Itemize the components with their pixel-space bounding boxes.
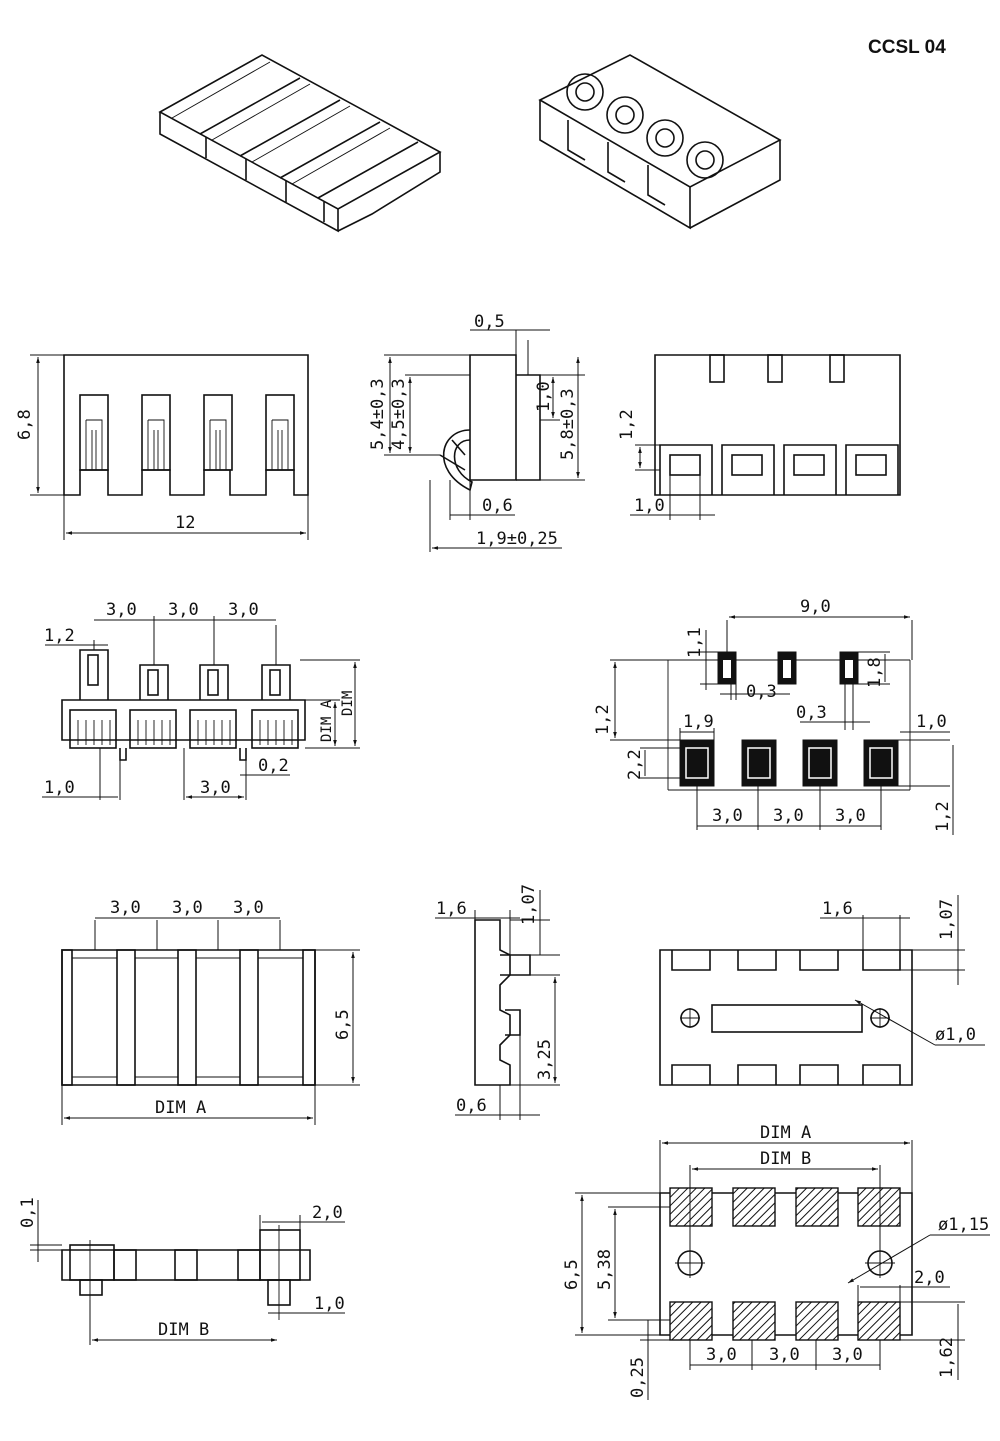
dim-front-p3: 3,0 [228, 600, 259, 620]
dim-pad-h: 2,2 [625, 749, 645, 780]
dim-pad-i: 1,2 [933, 801, 953, 832]
dim-side-height: 6,8 [15, 409, 35, 440]
dim-bot-b: 1,07 [937, 899, 957, 940]
dim-fp-p3: 3,0 [832, 1345, 863, 1365]
dim-front-dim: DIM [340, 691, 356, 716]
dim-bot-a: 1,6 [822, 899, 853, 919]
dim-prof-h3: 1,0 [534, 381, 554, 412]
dim-fp-d: 0,25 [628, 1357, 648, 1398]
dim-pad-w: 9,0 [800, 597, 831, 617]
dim-front-b1: 1,0 [44, 778, 75, 798]
dim-pad-p2: 3,0 [773, 806, 804, 826]
front-view-2: 0,1 2,0 1,0 DIM B [18, 1197, 345, 1345]
dim-prof-h1: 5,4±0,3 [368, 378, 388, 450]
dim-pad-p3: 3,0 [835, 806, 866, 826]
dim-pad-a: 1,1 [685, 627, 705, 658]
dim-s2-a: 1,6 [436, 899, 467, 919]
dim-fr2-c: 1,0 [314, 1294, 345, 1314]
dim-fr2-b: 2,0 [312, 1203, 343, 1223]
dim-prof-b1: 0,6 [482, 496, 513, 516]
footprint-view: DIM A DIM B ø1,15 6,5 5,38 2,0 3,0 3,0 3… [562, 1123, 990, 1400]
dim-fp-dimb: DIM B [760, 1149, 811, 1169]
dim-fp-h2: 5,38 [595, 1249, 615, 1290]
dim-top-p1: 3,0 [110, 898, 141, 918]
dim-fp-p2: 3,0 [769, 1345, 800, 1365]
dim-bot-hole: ø1,0 [935, 1025, 976, 1045]
dim-fp-e: 1,62 [937, 1337, 957, 1378]
dim-fp-dima: DIM A [760, 1123, 811, 1143]
dim-back-h: 1,2 [617, 409, 637, 440]
dim-front-pin: 1,2 [44, 626, 75, 646]
iso-view-contacts [538, 54, 782, 230]
dim-fr2-a: 0,1 [18, 1197, 38, 1228]
iso-view-top [158, 54, 442, 233]
dim-s2-b: 1,07 [519, 884, 539, 925]
dim-pad-g: 1,0 [916, 712, 947, 732]
side-view: 6,8 12 [15, 354, 309, 540]
dim-prof-b2: 1,9±0,25 [476, 529, 558, 549]
dim-fp-hole: ø1,15 [938, 1215, 989, 1235]
dim-pad-d: 0,3 [796, 703, 827, 723]
dim-front-p2: 3,0 [168, 600, 199, 620]
dim-top-h: 6,5 [333, 1009, 353, 1040]
dim-top-p3: 3,0 [233, 898, 264, 918]
top-view: 3,0 3,0 3,0 6,5 DIM A [61, 898, 360, 1125]
dim-fr2-dimb: DIM B [158, 1320, 209, 1340]
pad-layout: 9,0 1,1 0,3 1,8 0,3 1,2 1,9 1,0 2,2 3,0 … [593, 597, 954, 835]
dim-fp-c: 2,0 [914, 1268, 945, 1288]
dim-prof-h4: 5,8±0,3 [558, 388, 578, 460]
dim-pad-b: 0,3 [746, 682, 777, 702]
part-number-title: CCSL 04 [868, 37, 946, 58]
dim-fp-p1: 3,0 [706, 1345, 737, 1365]
dim-prof-h2: 4,5±0,3 [389, 378, 409, 450]
front-view: 3,0 3,0 3,0 1,2 DIM A DIM 1,0 3,0 0,2 [42, 600, 360, 800]
dim-front-b3: 0,2 [258, 756, 289, 776]
dim-side-width: 12 [175, 513, 195, 533]
dim-top-dima: DIM A [155, 1098, 206, 1118]
dim-pad-c: 1,8 [865, 657, 885, 688]
side-view-2: 1,6 1,07 3,25 0,6 [435, 884, 560, 1120]
dim-pad-p1: 3,0 [712, 806, 743, 826]
back-view: 1,2 1,0 [617, 354, 901, 520]
bottom-view: 1,6 1,07 ø1,0 [659, 895, 985, 1086]
dim-fp-h1: 6,5 [562, 1259, 582, 1290]
dim-prof-top: 0,5 [474, 312, 505, 332]
dim-s2-c: 3,25 [535, 1039, 555, 1080]
dim-back-w: 1,0 [634, 496, 665, 516]
dim-s2-d: 0,6 [456, 1096, 487, 1116]
dim-front-dima: DIM A [319, 699, 335, 742]
dim-front-b2: 3,0 [200, 778, 231, 798]
dim-pad-e: 1,2 [593, 704, 613, 735]
profile-view: 5,4±0,3 4,5±0,3 0,5 1,0 5,8±0,3 0,6 1,9±… [368, 312, 585, 552]
dim-top-p2: 3,0 [172, 898, 203, 918]
dim-pad-f: 1,9 [683, 712, 714, 732]
dim-front-p1: 3,0 [106, 600, 137, 620]
